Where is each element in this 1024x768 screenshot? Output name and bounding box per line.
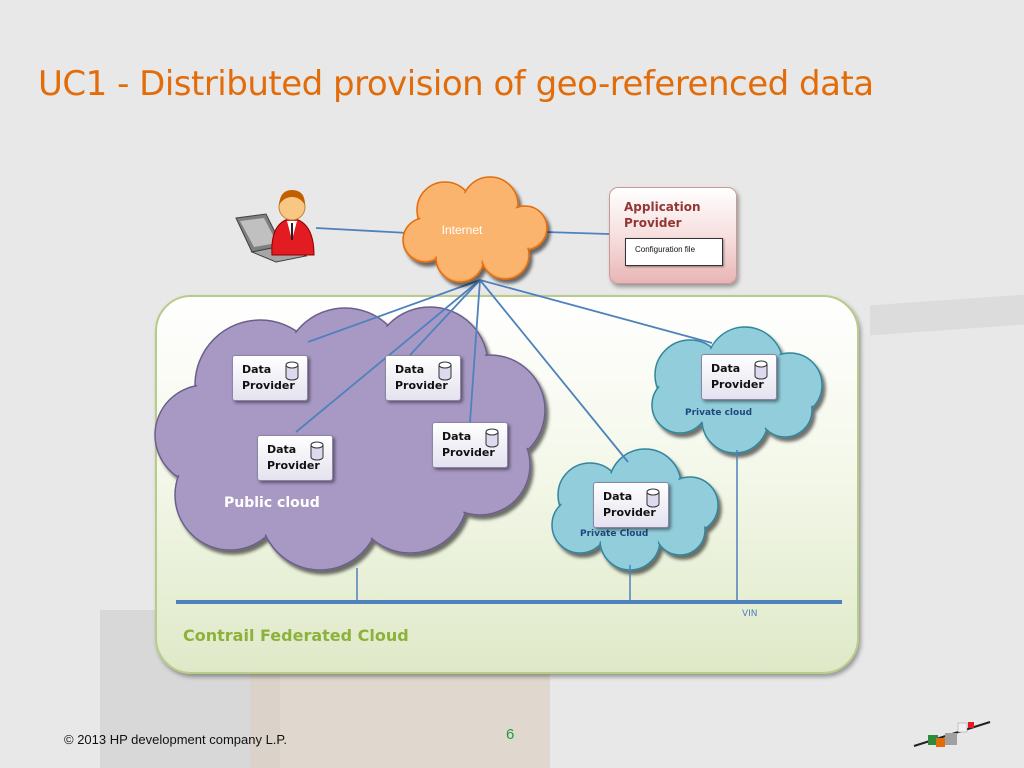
vin-bus-line [176, 600, 842, 604]
private-cloud-top-label: Private cloud [685, 408, 753, 418]
database-icon [438, 361, 452, 381]
database-icon [646, 488, 660, 508]
application-provider-label: Application Provider [624, 200, 701, 230]
data-provider-label: Data Provider [267, 443, 320, 472]
user-laptop-icon [235, 190, 315, 263]
private-cloud-bottom-label: Private Cloud [580, 529, 649, 539]
data-provider-label: Data Provider [242, 363, 295, 392]
database-icon [310, 441, 324, 461]
data-provider-box[interactable]: Data Provider [432, 422, 508, 468]
hp-logo-icon [913, 721, 991, 747]
footer-copyright: © 2013 HP development company L.P. [64, 732, 288, 747]
data-provider-label: Data Provider [442, 430, 495, 459]
application-provider-box[interactable]: Application Provider Configuration file [609, 187, 737, 284]
vin-drop-lines [356, 450, 738, 601]
data-provider-label: Data Provider [603, 490, 656, 519]
data-provider-box-private-top[interactable]: Data Provider [701, 354, 777, 400]
public-cloud-label: Public cloud [224, 495, 320, 511]
data-provider-label: Data Provider [711, 362, 764, 391]
vin-label: VIN [742, 609, 758, 619]
database-icon [754, 360, 768, 380]
federated-cloud-label: Contrail Federated Cloud [183, 626, 409, 645]
data-provider-box[interactable]: Data Provider [385, 355, 461, 401]
configuration-file[interactable]: Configuration file [625, 238, 723, 266]
data-provider-box[interactable]: Data Provider [232, 355, 308, 401]
database-icon [485, 428, 499, 448]
slide-title: UC1 - Distributed provision of geo-refer… [38, 64, 874, 104]
data-provider-label: Data Provider [395, 363, 448, 392]
database-icon [285, 361, 299, 381]
internet-cloud: Internet [402, 176, 548, 283]
data-provider-box-private-bottom[interactable]: Data Provider [593, 482, 669, 528]
data-provider-box[interactable]: Data Provider [257, 435, 333, 481]
configuration-file-label: Configuration file [635, 245, 696, 254]
internet-label: Internet [442, 223, 483, 237]
page-number: 6 [506, 726, 515, 743]
